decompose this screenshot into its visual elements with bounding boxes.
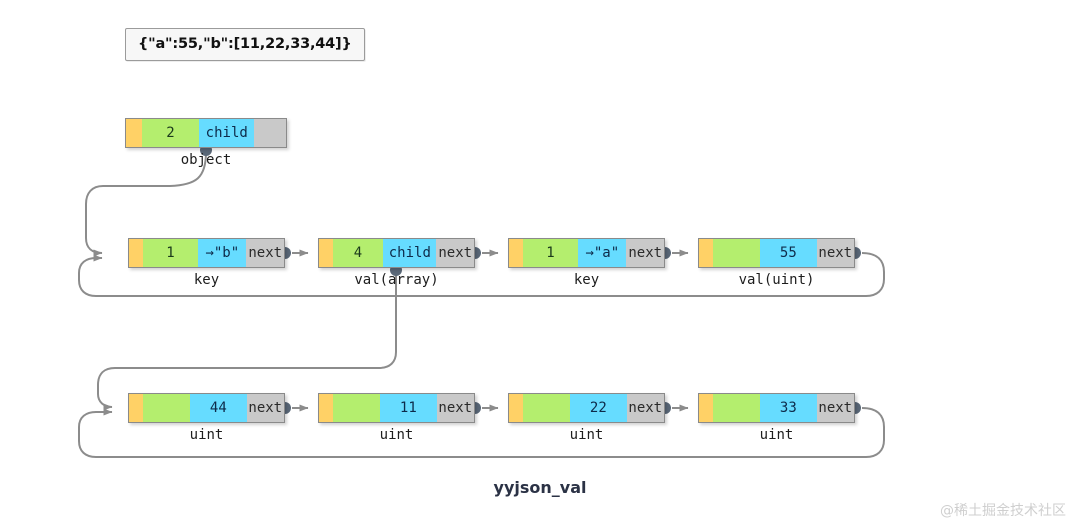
row3-node-1-cell-cyan: 44 — [190, 394, 247, 422]
row3-node-1-cell-gray: next — [246, 394, 285, 422]
row2-node-1: 1→"b"next — [128, 238, 285, 268]
wire-array-child-to-row3-head — [97, 272, 397, 411]
row2-node-3-label: key — [573, 272, 600, 288]
row3-node-4-label: uint — [759, 427, 794, 443]
row2-node-1-cell-green: 1 — [142, 239, 199, 267]
row3-node-3-cell-gray: next — [626, 394, 665, 422]
diagram-title: yyjson_val — [493, 478, 587, 497]
row3-node-2-cell-gray: next — [436, 394, 475, 422]
row3-node-2-cell-tag — [319, 394, 333, 422]
object-node-label: object — [180, 152, 232, 168]
row3-node-4-cell-cyan: 33 — [760, 394, 817, 422]
object-node-cell-green: 2 — [141, 119, 200, 147]
row2-node-3-cell-green: 1 — [522, 239, 579, 267]
row3-node-2-cell-green — [332, 394, 381, 422]
row3-node-1-label: uint — [189, 427, 224, 443]
row2-node-3-cell-cyan: →"a" — [578, 239, 627, 267]
row3-node-1-cell-green — [142, 394, 191, 422]
row2-node-2-cell-cyan: child — [383, 239, 437, 267]
row3-node-2-cell-cyan: 11 — [380, 394, 437, 422]
row3-node-4-cell-tag — [699, 394, 713, 422]
row2-node-1-cell-cyan: →"b" — [198, 239, 247, 267]
object-node-cell-cyan: child — [199, 119, 255, 147]
row3-node-4-cell-gray: next — [816, 394, 855, 422]
object-node-cell-gray — [254, 119, 286, 147]
row2-node-3-cell-gray: next — [626, 239, 664, 267]
json-source-box: {"a":55,"b":[11,22,33,44]} — [125, 28, 365, 61]
row3-node-3-label: uint — [569, 427, 604, 443]
row2-node-4-cell-green — [712, 239, 761, 267]
row2-node-4-cell-tag — [699, 239, 713, 267]
row2-node-4-cell-gray: next — [816, 239, 855, 267]
row2-node-4-cell-cyan: 55 — [760, 239, 817, 267]
row2-node-3-cell-tag — [509, 239, 523, 267]
row3-node-4-cell-green — [712, 394, 761, 422]
row2-node-2-cell-tag — [319, 239, 333, 267]
row2-node-2-cell-gray: next — [436, 239, 474, 267]
row3-node-2-label: uint — [379, 427, 414, 443]
row2-node-1-cell-gray: next — [246, 239, 284, 267]
row2-node-1-cell-tag — [129, 239, 143, 267]
row3-node-3-cell-cyan: 22 — [570, 394, 627, 422]
row2-node-2-label: val(array) — [354, 272, 439, 288]
row3-node-1-cell-tag — [129, 394, 143, 422]
row3-node-3-cell-tag — [509, 394, 523, 422]
row2-node-4-label: val(uint) — [738, 272, 815, 288]
row2-node-3: 1→"a"next — [508, 238, 665, 268]
row2-node-2-cell-green: 4 — [332, 239, 384, 267]
row2-node-1-label: key — [193, 272, 220, 288]
watermark: @稀土掘金技术社区 — [940, 503, 1066, 519]
object-node-cell-tag — [126, 119, 142, 147]
row3-node-3-cell-green — [522, 394, 571, 422]
